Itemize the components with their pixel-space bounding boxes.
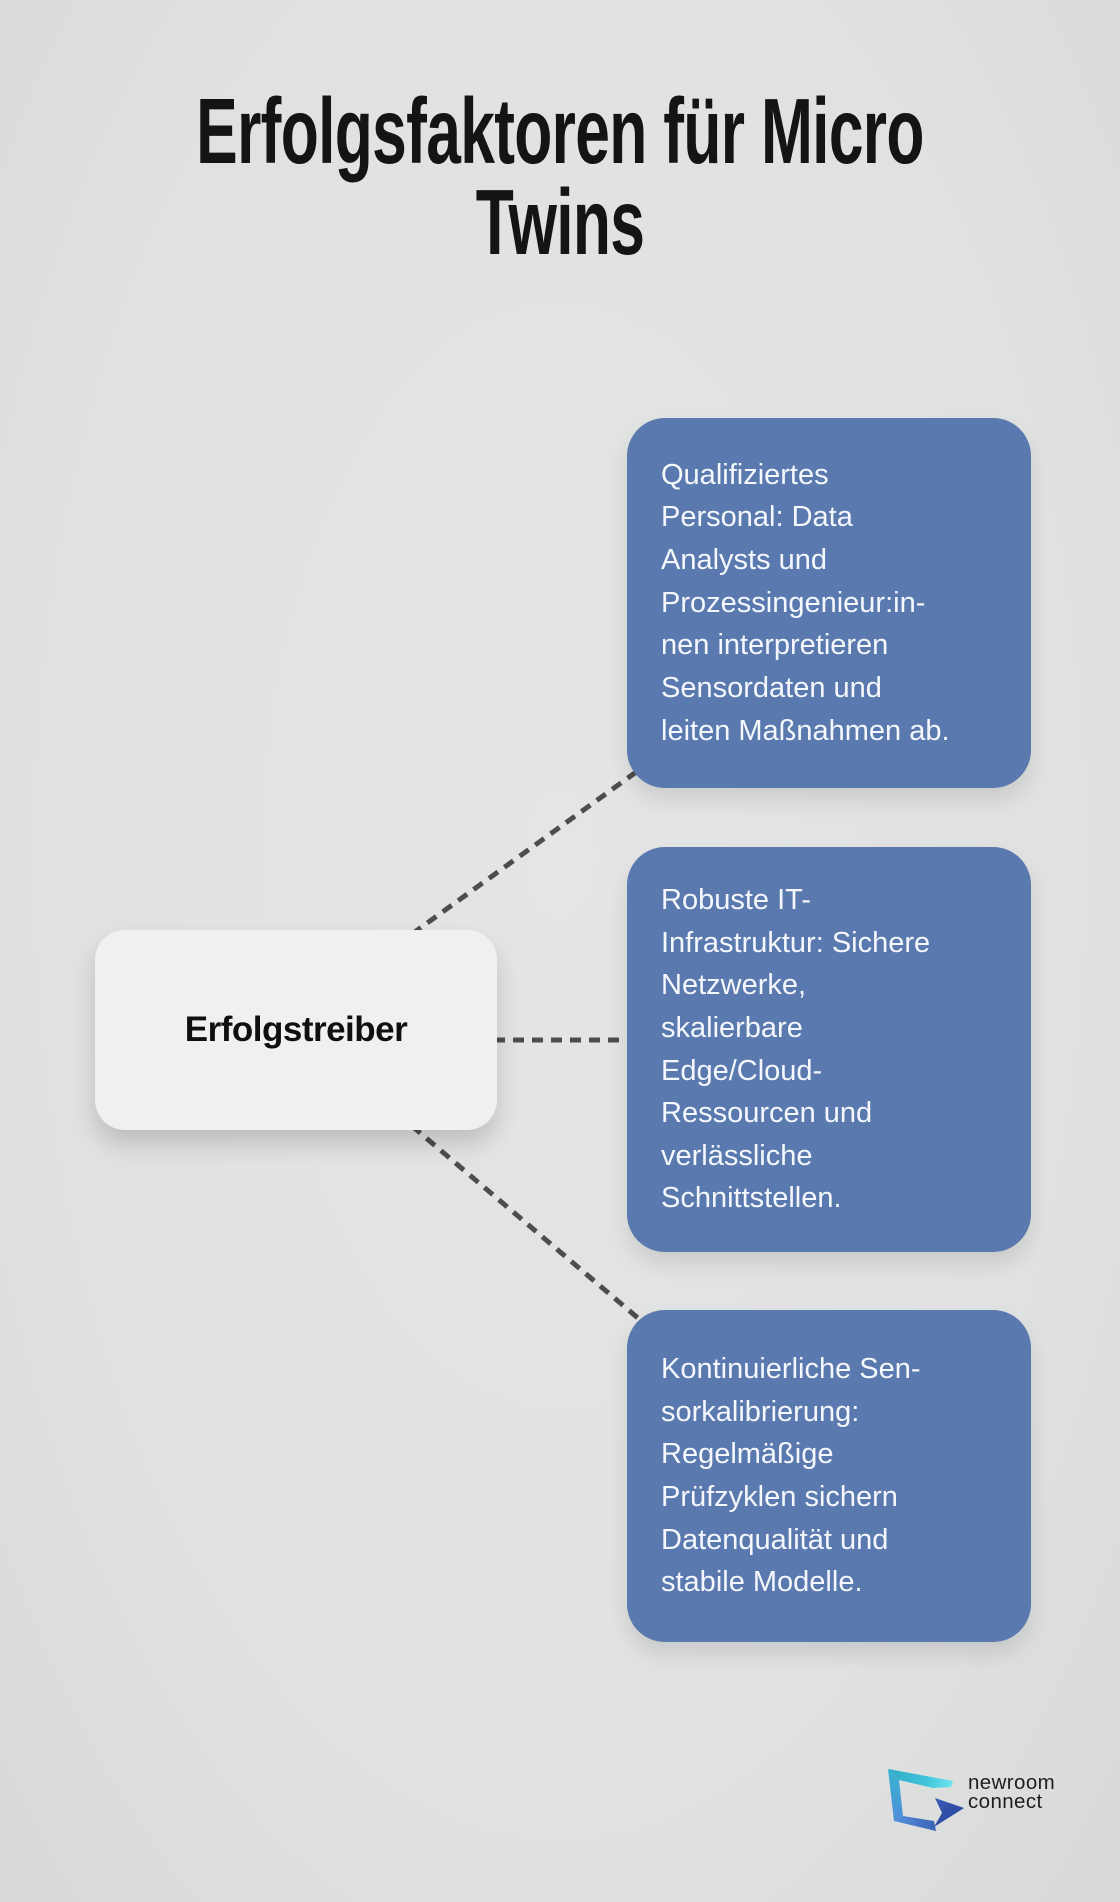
connector-line-top <box>410 759 652 937</box>
logo-text-line2: connect <box>968 1789 1043 1813</box>
logo-text: newroom connect <box>968 1765 1055 1811</box>
factor-card-text: Robuste IT- Infrastruktur: Sichere Netzw… <box>661 884 931 1215</box>
center-node: Erfolgstreiber <box>95 930 497 1130</box>
logo-text-line1: newroom <box>968 1771 1056 1794</box>
page-title-text: Erfolgsfaktoren für Micro Twins <box>196 79 924 275</box>
connector-line-bottom <box>410 1124 654 1332</box>
newroom-connect-logo-icon <box>888 1769 964 1831</box>
page-title: Erfolgsfaktoren für Micro Twins <box>0 79 1120 275</box>
factor-card-qualified-personnel: Qualifiziertes Personal: Data Analysts u… <box>627 418 1031 788</box>
center-node-label: Erfolgstreiber <box>184 1010 408 1049</box>
factor-card-sensor-calibration: Kontinuierliche Sen- sorkalibrierung: Re… <box>627 1310 1031 1642</box>
logo: newroom connect <box>888 1765 1055 1839</box>
factor-card-it-infrastructure: Robuste IT- Infrastruktur: Sichere Netzw… <box>627 847 1031 1252</box>
factor-card-text: Qualifiziertes Personal: Data Analysts u… <box>661 458 950 747</box>
factor-card-text: Kontinuierliche Sen- sorkalibrierung: Re… <box>661 1353 921 1599</box>
